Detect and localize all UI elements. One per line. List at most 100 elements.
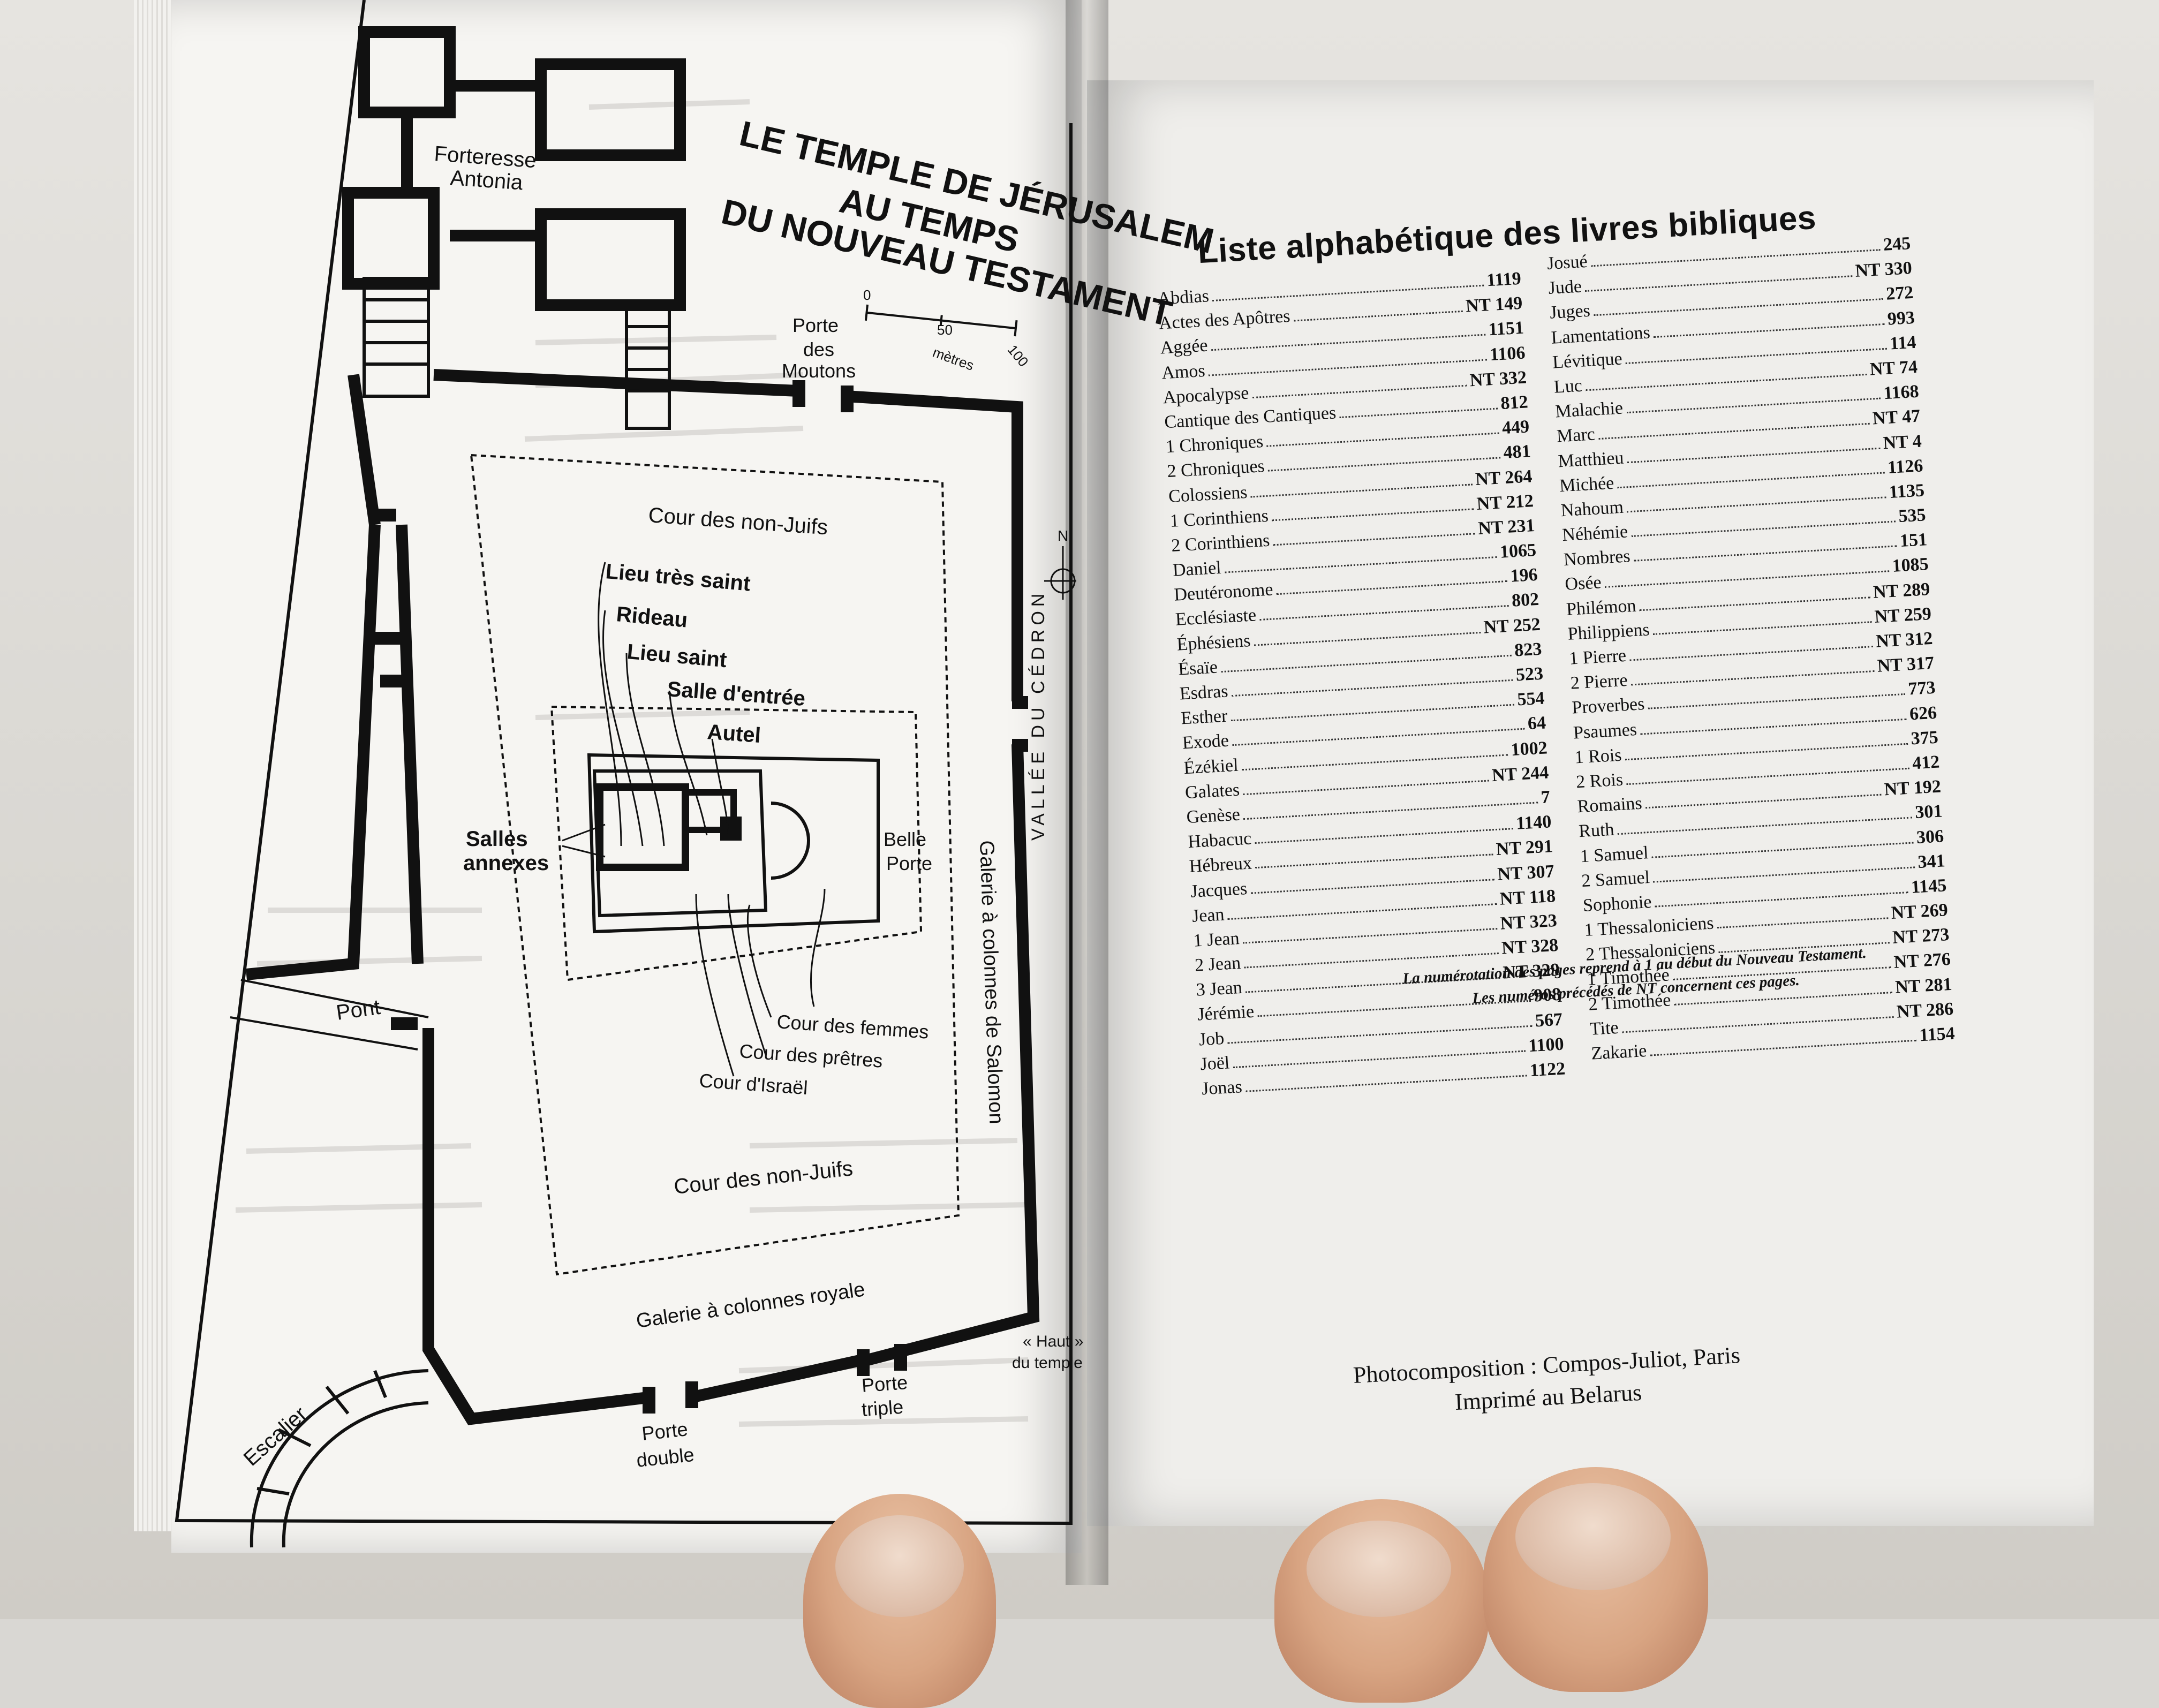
index-entry-name: Tite [1589,1017,1619,1039]
index-entry-page: 567 [1534,1009,1563,1031]
index-entry-page: 1151 [1488,318,1524,340]
label-autel: Autel [706,720,761,747]
escalier-stairs [250,1369,429,1548]
index-entry-name: Joël [1199,1053,1231,1075]
index-entry-page: 1122 [1529,1059,1566,1081]
index-entry-page: 412 [1912,752,1941,774]
court-boundaries [470,454,960,1276]
right-page [1087,80,2094,1526]
index-entry-page: NT 328 [1501,935,1559,958]
left-thumb-nail [835,1515,964,1617]
index-entry-leader [1245,1075,1527,1092]
index-entry-page: 341 [1917,850,1946,872]
index-entry-name: Job [1198,1028,1225,1050]
map-title: LE TEMPLE DE JÉRUSALEM AU TEMPS DU NOUVE… [718,113,1218,334]
label-porte-moutons-3: Moutons [782,360,856,382]
index-entry-leader [1250,483,1473,498]
index-entry-name: Nombres [1563,546,1631,570]
label-lieu-tres-saint: Lieu très saint [605,560,751,595]
index-entry-name: Psaumes [1573,719,1637,743]
index-entry-name: Hébreux [1188,853,1252,877]
label-galerie-salomon: Galerie à colonnes de Salomon [975,840,1007,1124]
index-entry-page: 1085 [1891,554,1929,577]
index-entry-page: 802 [1511,590,1540,611]
index-entry-page: 523 [1515,663,1544,685]
index-entry-page: NT 118 [1499,886,1557,909]
pont-road [230,979,429,1051]
index-entry-page: 554 [1516,688,1545,710]
index-entry-name: Néhémie [1561,522,1629,546]
scale-tick-50: 50 [937,322,953,338]
index-entry-name: Genèse [1186,804,1241,828]
label-rideau: Rideau [615,602,689,632]
index-entry-page: 306 [1915,826,1944,848]
index-entry-page: NT 330 [1854,258,1913,282]
index-entry-page: 1002 [1510,737,1548,760]
index-entry-name: Osée [1564,572,1602,595]
index-entry-page: 1145 [1911,875,1947,897]
temple-map: LE TEMPLE DE JÉRUSALEM AU TEMPS DU NOUVE… [175,0,1218,1548]
index-entry-leader [1254,631,1481,646]
index-entry-name: Exode [1182,730,1229,753]
index-entry-page: 1100 [1528,1034,1565,1056]
index-entry-name: 1 Rois [1574,745,1622,768]
inner-temple [587,753,880,934]
label-salle-entree: Salle d'entrée [666,677,806,711]
index-entry-name: Lévitique [1552,349,1623,373]
index-entry-name: Jean [1191,904,1225,926]
index-entry-name: Philippiens [1567,619,1650,644]
fortress-antonia [342,26,686,311]
scale-unit: mètres [931,344,976,373]
index-entry-leader [1272,508,1474,522]
index-entry-page: 1135 [1888,480,1925,502]
fortress-stairs [363,277,671,430]
label-salles-annexes-2: annexes [463,851,549,875]
index-entry-page: NT 259 [1874,603,1932,627]
right-finger-nail [1307,1521,1451,1617]
index-entry-page: NT 312 [1875,628,1934,652]
index-entry-name: Luc [1553,375,1583,397]
altar-block [720,817,742,841]
index-entry-page: 626 [1909,702,1938,724]
label-haut-temple-1: « Haut » [1023,1333,1083,1350]
label-salles-annexes-1: Salles [466,827,528,851]
label-haut-temple-2: du temple [1012,1354,1083,1372]
index-entry-name: Ruth [1578,819,1615,842]
index-entry-page: NT 307 [1497,861,1555,885]
index-entry-name: 2 Jean [1194,953,1242,976]
index-entry-page: 375 [1910,727,1939,749]
index-entry-page: 449 [1501,417,1530,439]
label-porte-triple-1: Porte [861,1371,909,1396]
label-cour-israel: Cour d'Israël [698,1069,808,1099]
index-entry-name: Daniel [1172,557,1222,580]
index-entry-page: 1119 [1486,268,1522,291]
index-entry-name: Matthieu [1557,448,1625,471]
index-entry-name: Aggée [1159,335,1209,358]
compass-north-label: N [1058,527,1068,544]
left-page [171,0,1082,1553]
index-entry-page: 1065 [1499,540,1537,562]
index-entry-page: NT 264 [1475,466,1533,489]
index-entry-name: Jude [1547,276,1582,299]
index-entry-page: 272 [1885,283,1914,305]
index-entry-page: 1154 [1919,1023,1956,1046]
index-entry-name: Romains [1576,793,1643,817]
label-belle-porte-2: Porte [886,852,932,874]
label-pointers [562,562,826,1077]
index-entry-page: 1106 [1489,343,1526,365]
index-entry-page: 481 [1503,441,1531,463]
gate-posts [369,380,1028,1414]
index-entry-name: Michée [1559,473,1615,496]
index-entry-leader [1293,311,1463,322]
index-entry-page: 64 [1527,713,1547,734]
index-entry-page: NT 74 [1869,357,1918,380]
index-entry-page: 7 [1540,787,1551,808]
index-entry-name: 1 Samuel [1579,842,1649,866]
index-entry-page: 196 [1509,565,1538,586]
map-frame [175,0,1073,1525]
label-porte-moutons-1: Porte [792,314,839,336]
index-entry-name: Nahoum [1560,497,1624,521]
index-entry-name: 2 Pierre [1569,670,1628,693]
index-entry-name: Marc [1556,424,1596,447]
book-gutter [1066,0,1108,1585]
